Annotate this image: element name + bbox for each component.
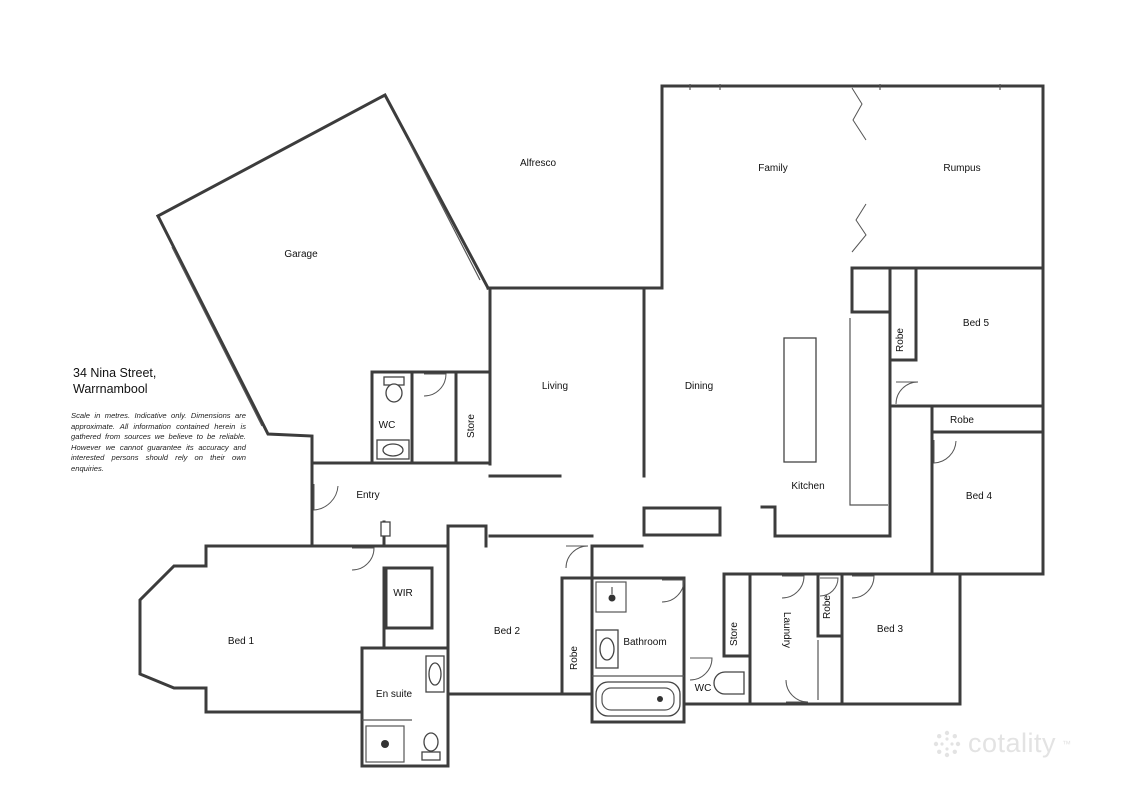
bifold-door-top <box>851 87 867 141</box>
laundry-door-top <box>781 575 805 599</box>
wc1-basin-icon <box>376 439 410 460</box>
address-line-1: 34 Nina Street, <box>73 366 157 380</box>
pantry-box <box>850 266 892 314</box>
dining-bench <box>642 506 722 537</box>
robe-bed2-label: Robe <box>569 646 580 670</box>
store2-label: Store <box>729 622 740 646</box>
store2-walls <box>722 572 752 658</box>
kitchen-label: Kitchen <box>791 481 824 492</box>
bed5-walls <box>888 266 1045 408</box>
living-label: Living <box>542 381 568 392</box>
robe-bed5-label: Robe <box>895 328 906 352</box>
entry-label: Entry <box>356 490 379 501</box>
bed1-label: Bed 1 <box>228 636 255 647</box>
property-address: 34 Nina Street, Warrnambool <box>73 365 156 397</box>
bed1-door <box>351 547 375 571</box>
bed2-label: Bed 2 <box>494 626 521 637</box>
robe-bed2-walls <box>560 576 594 696</box>
family-label: Family <box>758 163 787 174</box>
bed4-walls <box>930 430 1045 576</box>
basin-icon <box>595 629 619 669</box>
wc2-door <box>689 657 713 681</box>
robe-bed4-walls <box>930 404 1045 434</box>
wir-inner <box>384 566 434 630</box>
bathroom-door <box>661 579 685 603</box>
hall-south-upper <box>488 534 644 548</box>
shower <box>595 581 627 613</box>
wir-label: WIR <box>393 588 412 599</box>
dining-label: Dining <box>685 381 713 392</box>
store1-walls <box>454 370 492 465</box>
disclaimer-text: Scale in metres. Indicative only. Dimens… <box>71 411 246 473</box>
robe-bed4-label: Robe <box>950 415 974 426</box>
east-wing-walls <box>722 572 962 706</box>
entry-door <box>313 484 339 511</box>
bed2-door <box>565 545 589 569</box>
brand-watermark: cotality ™ <box>932 728 1072 759</box>
garage-walls <box>155 92 491 291</box>
bed4-door <box>933 440 957 464</box>
ensuite-label: En suite <box>376 689 413 700</box>
ensuite-walls <box>360 646 450 768</box>
laundry-label: Laundry <box>781 612 792 648</box>
garage-door-track <box>171 246 263 427</box>
entry-walls <box>310 461 492 548</box>
robe-bed3-label: Robe <box>822 595 833 619</box>
wc1-door <box>423 373 447 397</box>
bed4-label: Bed 4 <box>966 491 993 502</box>
robe-bed3-door <box>819 577 839 597</box>
alfresco-label: Alfresco <box>520 158 557 169</box>
bed1-walls <box>138 544 378 714</box>
entry-column <box>380 521 391 537</box>
brand-name: cotality <box>968 728 1057 758</box>
bathroom-label: Bathroom <box>623 637 666 648</box>
bed5-door <box>895 381 919 405</box>
garage-door-track-2 <box>407 139 481 281</box>
wc1-toilet-icon <box>383 376 405 403</box>
address-line-2: Warrnambool <box>73 382 148 396</box>
ensuite-shower-icon <box>365 725 405 763</box>
entry-closet <box>446 524 488 548</box>
garage-left-wall <box>155 213 314 465</box>
robe-bed3-walls <box>816 572 844 638</box>
wc2-label: WC <box>695 683 712 694</box>
bifold-door-bottom <box>851 203 867 253</box>
garage-label: Garage <box>284 249 318 260</box>
brand-trademark: ™ <box>1062 738 1072 749</box>
wc2-toilet <box>713 671 745 695</box>
ensuite-toilet-icon <box>421 732 441 761</box>
bed3-door <box>851 575 875 599</box>
bed2-walls <box>446 544 564 696</box>
ensuite-basin-icon <box>425 655 445 693</box>
shower-head-icon <box>608 587 616 602</box>
bathtub-icon <box>595 681 681 717</box>
hall-box <box>410 370 458 465</box>
alfresco-family-wall <box>486 84 1045 290</box>
entry-south-wall <box>310 520 450 548</box>
kitchen-east-wall <box>760 404 892 538</box>
kitchen-bench <box>849 318 888 506</box>
laundry-door-bottom <box>785 679 809 703</box>
bathroom-walls <box>590 576 686 724</box>
kitchen-island <box>783 337 817 463</box>
brand-logo-icon <box>933 730 961 757</box>
bed3-label: Bed 3 <box>877 624 904 635</box>
store1-label: Store <box>466 414 477 438</box>
rumpus-label: Rumpus <box>943 163 980 174</box>
bed5-label: Bed 5 <box>963 318 990 329</box>
wc1-label: WC <box>379 420 396 431</box>
